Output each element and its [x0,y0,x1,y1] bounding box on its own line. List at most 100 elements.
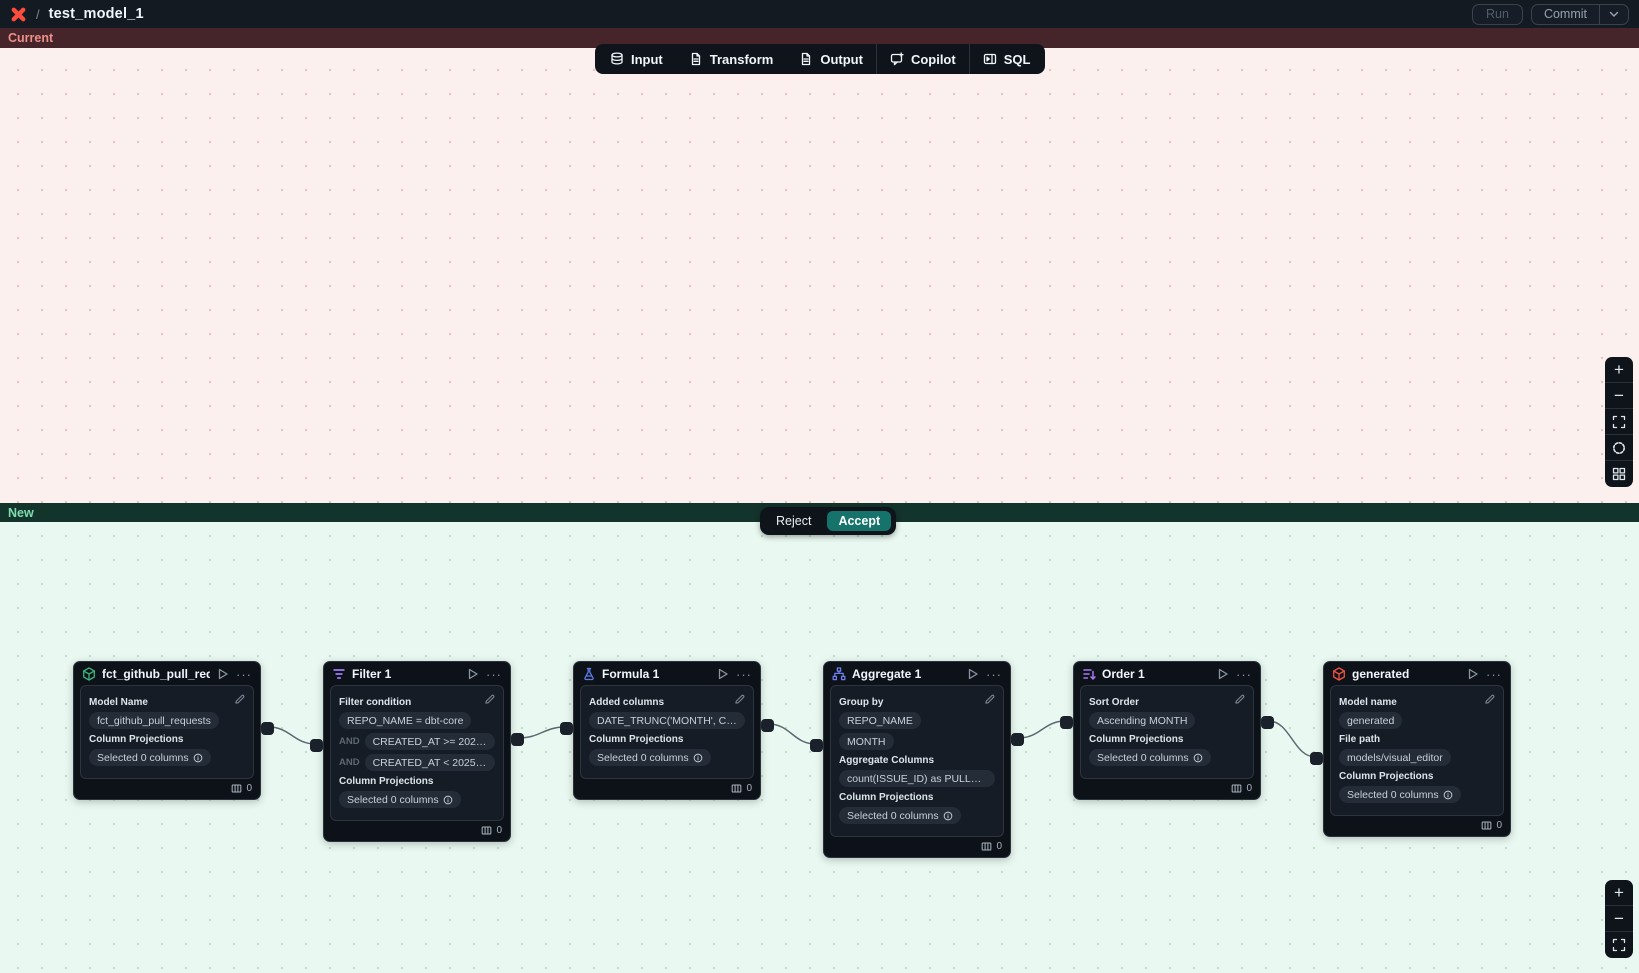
info-icon[interactable] [443,795,453,805]
commit-button[interactable]: Commit [1531,4,1629,25]
node-footer: 0 [824,837,1010,857]
dbt-logo-icon[interactable] [10,6,27,23]
toolbar-item-copilot[interactable]: Copilot [877,44,969,74]
node-more-menu-icon[interactable]: ··· [236,670,252,679]
node-footer: 0 [324,821,510,841]
edge-filter-1-to-formula-1[interactable] [519,727,566,738]
output-port[interactable] [1011,733,1024,746]
output-port[interactable] [511,733,524,746]
value-chip-text: Ascending MONTH [1097,715,1187,727]
node-footer: 0 [74,779,260,799]
play-node-icon[interactable] [966,667,980,681]
node-more-menu-icon[interactable]: ··· [1486,670,1502,679]
toolbar-item-input[interactable]: Input [597,44,676,74]
edge-fct_github_pull_requests-to-filter-1[interactable] [269,727,316,744]
play-node-icon[interactable] [1216,667,1230,681]
value-chip: fct_github_pull_requests [89,712,219,729]
input-port[interactable] [310,739,323,752]
toolbar-item-label: Input [631,52,663,67]
filter-icon [332,667,346,681]
node-more-menu-icon[interactable]: ··· [736,670,752,679]
node-generated[interactable]: generated···Model namegeneratedFile path… [1323,661,1511,837]
current-canvas[interactable]: InputTransformOutputCopilotSQL +− [0,48,1639,503]
field-label: Model Name [89,697,245,708]
node-config-card: Model Namefct_github_pull_requestsColumn… [80,685,254,779]
value-chip-text: Selected 0 columns [847,810,939,822]
current-focus-icon[interactable] [1605,435,1633,461]
info-icon[interactable] [193,753,203,763]
table-icon [731,783,742,794]
commit-dropdown-button[interactable] [1599,5,1628,24]
current-fit-view-icon[interactable] [1605,409,1633,435]
row-count: 0 [246,783,252,794]
accept-button[interactable]: Accept [827,511,891,531]
edge-order-1-to-generated[interactable] [1269,721,1316,757]
node-order-1[interactable]: Order 1···Sort OrderAscending MONTHColum… [1073,661,1261,800]
info-icon[interactable] [693,753,703,763]
current-zoom-controls: +− [1605,357,1633,487]
current-zoom-in-icon[interactable]: + [1605,357,1633,383]
new-canvas[interactable]: Reject Accept fct_github_pull_requests··… [0,522,1639,973]
output-port[interactable] [761,719,774,732]
flask-icon [582,667,596,681]
info-icon[interactable] [1443,790,1453,800]
input-port[interactable] [560,722,573,735]
new-zoom-out-icon[interactable]: − [1605,906,1633,932]
edit-icon[interactable] [1234,692,1246,710]
table-icon [1231,783,1242,794]
node-config-card: Group byREPO_NAMEMONTHAggregate Columnsc… [830,685,1004,837]
row-count: 0 [746,783,752,794]
input-port[interactable] [1310,752,1323,765]
node-config-card: Filter conditionREPO_NAME = dbt-coreANDC… [330,685,504,821]
play-node-icon[interactable] [466,667,480,681]
edit-icon[interactable] [734,692,746,710]
run-button[interactable]: Run [1472,4,1523,25]
edge-formula-1-to-aggregate-1[interactable] [769,724,816,744]
chip-row: ANDCREATED_AT < 2025-03-01 [339,754,495,771]
node-title: generated [1352,667,1460,681]
value-chip-text: Selected 0 columns [347,794,439,806]
play-node-icon[interactable] [716,667,730,681]
value-chip-text: Selected 0 columns [1347,789,1439,801]
play-node-icon[interactable] [216,667,230,681]
field-label: Added columns [589,697,745,708]
value-chip: models/visual_editor [1339,749,1451,766]
node-formula-1[interactable]: Formula 1···Added columnsDATE_TRUNC('MON… [573,661,761,800]
play-node-icon[interactable] [1466,667,1480,681]
toolbar-item-output[interactable]: Output [786,44,876,74]
value-chip-text: models/visual_editor [1347,752,1443,764]
edit-icon[interactable] [1484,692,1496,710]
info-icon[interactable] [1193,753,1203,763]
table-icon [231,783,242,794]
output-port[interactable] [1261,716,1274,729]
current-zoom-out-icon[interactable]: − [1605,383,1633,409]
current-grid-icon[interactable] [1605,461,1633,487]
edit-icon[interactable] [484,692,496,710]
value-chip: Selected 0 columns [1339,786,1461,803]
output-port[interactable] [261,722,274,735]
node-more-menu-icon[interactable]: ··· [486,670,502,679]
edit-icon[interactable] [234,692,246,710]
value-chip-text: REPO_NAME [847,715,913,727]
node-header: generated ··· [1324,662,1510,685]
edit-icon[interactable] [984,692,996,710]
info-icon[interactable] [943,811,953,821]
commit-label[interactable]: Commit [1532,5,1599,23]
new-fit-view-icon[interactable] [1605,932,1633,958]
node-more-menu-icon[interactable]: ··· [1236,670,1252,679]
table-icon [481,825,492,836]
node-aggregate-1[interactable]: Aggregate 1···Group byREPO_NAMEMONTHAggr… [823,661,1011,858]
node-fct_github_pull_requests[interactable]: fct_github_pull_requests···Model Namefct… [73,661,261,800]
toolbar-item-transform[interactable]: Transform [676,44,787,74]
new-zoom-in-icon[interactable]: + [1605,880,1633,906]
toolbar-item-sql[interactable]: SQL [970,44,1044,74]
node-filter-1[interactable]: Filter 1···Filter conditionREPO_NAME = d… [323,661,511,842]
chip-row: Selected 0 columns [89,749,245,766]
chip-row: fct_github_pull_requests [89,712,245,729]
input-port[interactable] [1060,716,1073,729]
table-icon [1481,820,1492,831]
input-port[interactable] [810,739,823,752]
reject-button[interactable]: Reject [765,511,822,531]
edge-aggregate-1-to-order-1[interactable] [1019,721,1066,738]
node-more-menu-icon[interactable]: ··· [986,670,1002,679]
